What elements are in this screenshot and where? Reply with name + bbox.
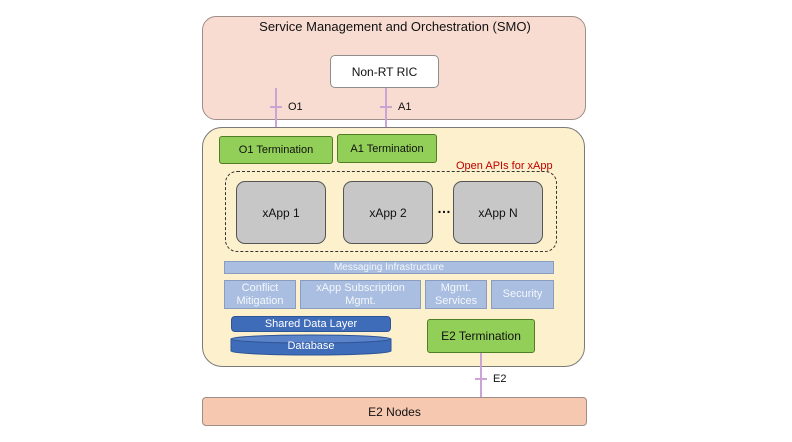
xapp-ellipsis: … <box>437 200 451 216</box>
xapp-n-box: xApp N <box>453 181 543 244</box>
e2-link-tick <box>475 378 487 380</box>
a1-interface-label: A1 <box>398 101 412 113</box>
xapp-dashed-region <box>225 171 557 252</box>
o1-termination-box: O1 Termination <box>219 136 333 164</box>
e2-nodes-box: E2 Nodes <box>202 397 587 426</box>
xapp-1-box: xApp 1 <box>236 181 326 244</box>
smo-title: Service Management and Orchestration (SM… <box>259 19 531 34</box>
conflict-mitigation-box: Conflict Mitigation <box>224 280 296 309</box>
o1-link-line <box>275 88 277 128</box>
xapp-2-box: xApp 2 <box>343 181 433 244</box>
security-box: Security <box>491 280 554 309</box>
smo-box: Service Management and Orchestration (SM… <box>202 16 586 120</box>
e2-interface-label: E2 <box>493 373 507 385</box>
database-cylinder: Database <box>230 334 392 356</box>
a1-termination-box: A1 Termination <box>337 134 437 163</box>
e2-link-line <box>480 353 482 397</box>
o1-interface-label: O1 <box>288 101 303 113</box>
non-rt-ric-box: Non-RT RIC <box>330 55 439 88</box>
mgmt-services-box: Mgmt. Services <box>425 280 487 309</box>
a1-link-line <box>385 88 387 134</box>
database-label: Database <box>287 340 335 352</box>
database-cylinder-icon <box>230 334 392 356</box>
e2-termination-box: E2 Termination <box>427 319 535 353</box>
shared-data-layer-bar: Shared Data Layer <box>231 316 391 332</box>
a1-link-tick <box>380 106 392 108</box>
o1-link-tick <box>270 106 282 108</box>
open-apis-label: Open APIs for xApp <box>456 160 553 172</box>
xapp-subscription-mgmt-box: xApp Subscription Mgmt. <box>300 280 421 309</box>
messaging-infrastructure-bar: Messaging Infrastructure <box>224 261 554 274</box>
